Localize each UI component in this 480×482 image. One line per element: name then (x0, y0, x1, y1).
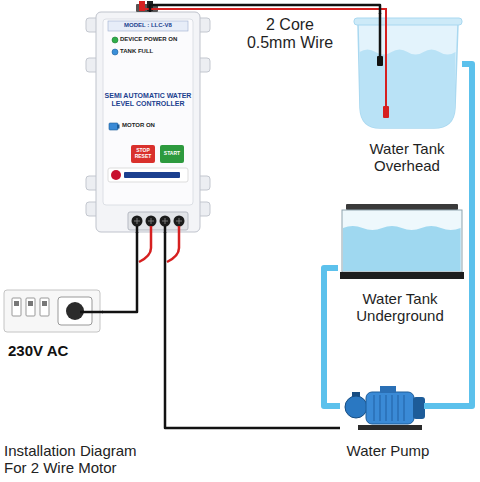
switch-board (28, 301, 33, 306)
underground-tank-drawing (342, 210, 462, 272)
motor-wire (165, 232, 340, 428)
text-slot: Water Tank Underground (338, 290, 462, 325)
text-slot: 230V AC (8, 342, 100, 359)
pump-drawing (413, 397, 425, 419)
terminal-block (139, 226, 151, 262)
stop-reset-button: STOP RESET (131, 145, 155, 163)
brand-logo-strip (111, 170, 121, 180)
controller-box: MODEL : LLC-V8DEVICE POWER ON TANK FULL SE… (96, 12, 200, 232)
controller-housing (86, 12, 210, 232)
indicator-leds (109, 123, 118, 130)
text-slot: Water Pump (340, 442, 436, 459)
overhead-tank: Water Tank Overhead (352, 14, 462, 186)
text-slot: Installation Diagram For 2 Wire Motor (4, 442, 154, 477)
overhead-tank-drawing (360, 50, 456, 129)
overhead-tank-drawing (354, 18, 462, 25)
overhead-tank-drawing (354, 18, 462, 128)
switch-board (80, 311, 103, 314)
model-label: MODEL : LLC-V8 (110, 22, 186, 29)
switch-board (14, 301, 19, 306)
start-button: START (160, 145, 184, 163)
controller-housing (103, 19, 193, 205)
water-pump: Water Pump (340, 380, 436, 466)
text-slot: STOP RESET (131, 148, 155, 160)
text-slot: 2 Core 0.5mm Wire (242, 16, 338, 53)
underground-tank-drawing (346, 204, 458, 210)
device-title: SEMI AUTOMATIC WATER LEVEL CONTROLLER (104, 92, 192, 108)
supply-wire (102, 232, 137, 312)
sensor-wire (150, 5, 380, 14)
pump-drawing (380, 386, 396, 393)
indicator-label: TANK FULL (120, 48, 190, 55)
wire-label: 2 Core 0.5mm Wire (242, 16, 338, 53)
underground-tank-drawing (340, 272, 464, 279)
underground-tank: Water Tank Underground (338, 202, 462, 338)
switch-board (42, 301, 47, 306)
tank-label: Water Tank Overhead (352, 140, 462, 175)
text-slot: DEVICE POWER ON (120, 36, 190, 43)
pump-label: Water Pump (340, 442, 436, 459)
switch-board (40, 298, 49, 316)
supply-label: 230V AC (8, 342, 100, 359)
underground-tank-drawing (340, 204, 464, 279)
button-label: STOP RESET (131, 148, 155, 160)
text-slot: MODEL : LLC-V8 (110, 22, 186, 29)
pump-drawing (345, 396, 367, 418)
text-slot: SEMI AUTOMATIC WATER LEVEL CONTROLLER (104, 92, 192, 108)
button-label: START (160, 151, 184, 157)
terminal-block (167, 226, 179, 262)
indicator-leds (117, 125, 120, 129)
delivery-pipe (436, 64, 472, 406)
switch-board (4, 290, 103, 332)
switch-board (26, 298, 35, 316)
brand-logo-strip (108, 168, 188, 182)
suction-pipe (324, 268, 340, 406)
switch-board (12, 298, 21, 316)
text-slot: START (160, 151, 184, 157)
terminal-block (134, 218, 182, 224)
power-socket: 230V AC (2, 288, 102, 364)
indicator-label: MOTOR ON (122, 122, 190, 129)
text-slot: TANK FULL (120, 48, 190, 55)
indicator-leds (112, 37, 118, 43)
pump-drawing (358, 425, 422, 430)
level-probes (377, 56, 383, 66)
indicator-leds (109, 37, 120, 130)
diagram-caption: Installation Diagram For 2 Wire Motor (4, 442, 154, 477)
pump-drawing (424, 403, 438, 409)
controller-housing (108, 21, 188, 31)
tank-label: Water Tank Underground (338, 290, 462, 325)
controller-housing (96, 12, 200, 232)
pump-drawing (366, 392, 414, 424)
pump-drawing (345, 386, 438, 430)
level-probes (383, 106, 389, 118)
pump-drawing (374, 395, 404, 421)
indicator-label: DEVICE POWER ON (120, 36, 190, 43)
overhead-tank-drawing (358, 24, 458, 128)
indicator-leds (112, 49, 118, 55)
brand-logo-strip (124, 172, 180, 178)
text-slot: MOTOR ON (122, 122, 190, 129)
top-terminals (136, 1, 158, 12)
brand-logo-strip (108, 168, 188, 182)
level-probes (379, 13, 382, 58)
text-slot: Water Tank Overhead (352, 140, 462, 175)
underground-tank-drawing (343, 226, 461, 271)
